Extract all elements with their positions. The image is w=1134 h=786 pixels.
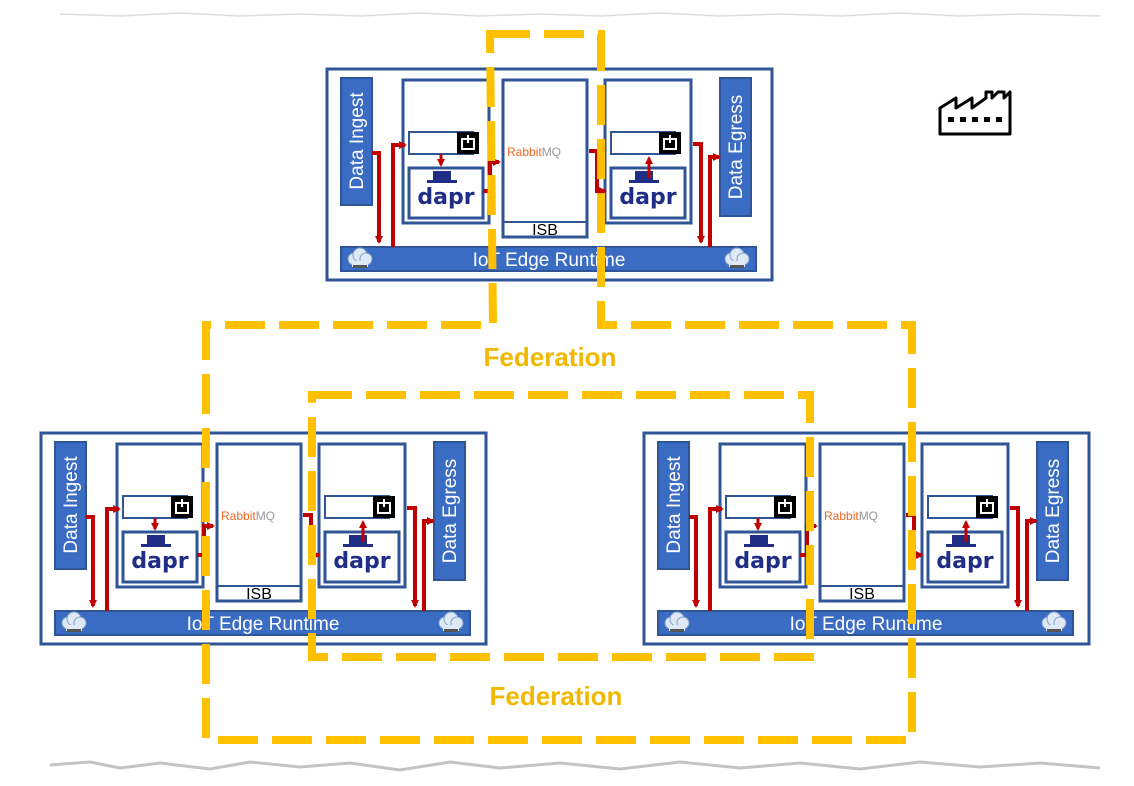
flow-arrow [689,515,700,608]
top-data-ingest-label: Data Ingest [347,92,368,190]
bottom-right-data-egress-bar [1036,441,1069,581]
bottom-left-data-egress-bar [433,441,466,581]
torn-edge-decoration [49,760,1101,772]
rabbitmq-icon: Rabbit [824,509,859,523]
top-edge-decoration [59,12,1101,17]
federation-outer: Federation [202,30,916,744]
bottom-right-data-egress-label: Data Egress [1043,459,1064,564]
bottom-left-isb-column [215,442,303,603]
flow-arrow [1010,506,1022,608]
bottom-right-data-ingest-label: Data Ingest [664,456,685,554]
bottom-left-data-ingest-label: Data Ingest [61,456,82,554]
top-data-egress-bar [719,77,752,217]
cloud-icon [1041,611,1067,632]
top-runtime-bar [340,246,757,272]
bottom-right-runtime-label: IoT Edge Runtime [790,614,943,635]
top-ingest-module: dapr [401,78,491,225]
federation-inner: Federation [308,391,814,711]
top-data-egress-label: Data Egress [726,95,747,200]
bottom-left-egress-module: dapr [317,442,407,589]
container-icon [659,132,681,154]
top-ingest-module-dapr-label: dapr [417,185,474,210]
bottom-left-runtime-bar [54,610,471,636]
flow-arrow [708,153,721,247]
bottom-right-egress-module-dapr-label: dapr [936,549,993,574]
flow-arrow [105,505,121,611]
federation-label-upper: Federation [484,342,617,372]
bottom-left-runtime-label: IoT Edge Runtime [187,614,340,635]
container-icon [774,496,796,518]
top-isb-column [501,78,589,239]
rabbitmq-icon: Rabbit [507,145,542,159]
dapr-hat-icon [433,171,451,181]
container-icon [171,496,193,518]
federation-label-lower: Federation [490,681,623,711]
bottom-right-ingest-module-dapr-label: dapr [734,549,791,574]
cloud-icon [61,611,87,632]
dapr-hat-icon [952,535,970,545]
bottom-right-isb-label: ISB [849,586,875,603]
bottom-left-egress-module-dapr-label: dapr [333,549,390,574]
dapr-hat-icon [349,535,367,545]
dapr-hat-icon [635,171,653,181]
bottom-left-data-ingest-bar [54,441,87,570]
rabbitmq-icon: Rabbit [221,509,256,523]
top-egress-module: dapr [603,78,693,225]
cloud-icon [347,247,373,268]
flow-arrow [1025,517,1038,611]
top-rabbitmq-label: RabbitMQ [507,145,561,159]
cloud-icon [664,611,690,632]
bottom-left-ingest-module-dapr-label: dapr [131,549,188,574]
bottom-right-egress-module: dapr [920,442,1010,589]
flow-arrow [391,141,407,247]
top-data-ingest-bar [340,77,373,206]
flow-arrow [86,515,97,608]
top-runtime-label: IoT Edge Runtime [473,250,626,271]
dapr-hat-icon [750,535,768,545]
bottom-right-runtime-bar [657,610,1074,636]
bottom-left-rabbitmq-label: RabbitMQ [221,509,275,523]
bottom-right-isb-column [818,442,906,603]
flow-arrow [372,151,383,244]
factory-icon [938,90,1012,136]
bottom-left-isb-label: ISB [246,586,272,603]
dapr-hat-icon [147,535,165,545]
flow-arrow [407,506,419,608]
flow-arrow [708,505,724,611]
bottom-left-ingest-module: dapr [115,442,205,589]
container-icon [373,496,395,518]
cloud-icon [724,247,750,268]
flow-arrow [693,142,705,244]
bottom-right-data-ingest-bar [657,441,690,570]
bottom-right-rabbitmq-label: RabbitMQ [824,509,878,523]
bottom-right-ingest-module: dapr [718,442,808,589]
container-icon [976,496,998,518]
container-icon [457,132,479,154]
top-egress-module-dapr-label: dapr [619,185,676,210]
cloud-icon [438,611,464,632]
bottom-left-data-egress-label: Data Egress [440,459,461,564]
flow-arrow [422,517,435,611]
top-isb-label: ISB [532,222,558,239]
